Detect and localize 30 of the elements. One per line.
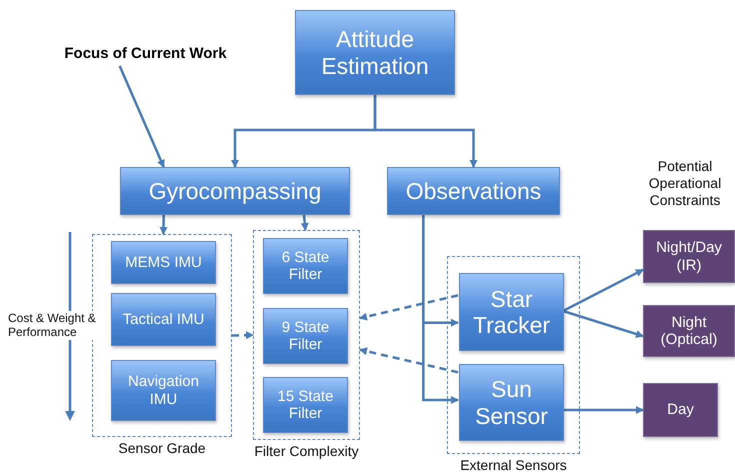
group-title: Sensor Grade xyxy=(117,440,207,456)
process-box: Sun Sensor xyxy=(459,364,564,441)
process-box: Star Tracker xyxy=(459,273,564,351)
process-box: Navigation IMU xyxy=(111,360,216,421)
process-box: 6 State Filter xyxy=(263,238,348,294)
arrow xyxy=(562,268,644,312)
process-box: Tactical IMU xyxy=(111,293,216,346)
constraint-box: Night (Optical) xyxy=(643,305,735,357)
group-title: External Sensors xyxy=(459,457,568,473)
arrow xyxy=(563,406,644,414)
arrow xyxy=(118,66,165,168)
arrow xyxy=(562,310,644,338)
process-box: 9 State Filter xyxy=(263,308,348,364)
process-box: Gyrocompassing xyxy=(120,167,350,215)
dashed-arrow xyxy=(359,347,458,374)
arrow xyxy=(422,215,459,404)
arrow xyxy=(300,214,309,231)
arrow xyxy=(374,95,478,168)
constraint-box: Night/Day (IR) xyxy=(643,230,735,283)
dashed-arrow xyxy=(232,331,254,340)
process-box: MEMS IMU xyxy=(111,241,216,284)
axis-note: Cost & Weight & Performance xyxy=(8,311,96,340)
callout-text: Focus of Current Work xyxy=(38,42,253,66)
process-box: Observations xyxy=(387,167,560,215)
group-title: Filter Complexity xyxy=(253,443,360,459)
process-box: Attitude Estimation xyxy=(295,10,455,95)
constraint-box: Day xyxy=(643,383,718,437)
arrow xyxy=(160,214,168,235)
dashed-arrow xyxy=(359,294,458,320)
process-box: 15 State Filter xyxy=(263,377,348,433)
